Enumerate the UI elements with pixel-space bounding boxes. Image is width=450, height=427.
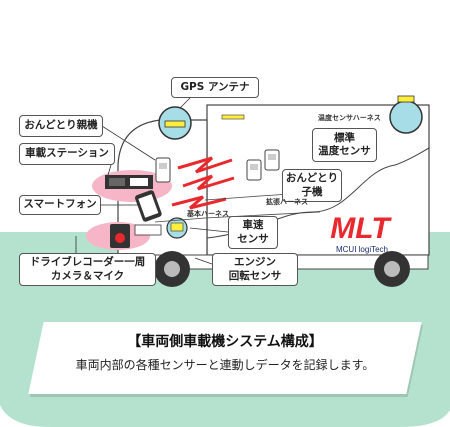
svg-text:MLT: MLT (330, 212, 392, 245)
base-harness-label: 基本ハーネス (187, 210, 229, 218)
smartphone-device (135, 190, 162, 222)
temp-harness-connector (221, 114, 245, 120)
temp-sensor-harness-label: 温度センサハーネス (318, 114, 381, 122)
caption-text: 車両内部の各種センサーと連動しデータを記録します。 (75, 358, 375, 372)
wireless-signal-2 (182, 174, 235, 191)
gps-antenna-device (158, 106, 192, 140)
station-device (105, 175, 153, 189)
gps-antenna-label: GPS アンテナ (171, 77, 259, 98)
ondotori-master-device (155, 157, 171, 183)
drive-recorder-label: ドライブレコーダー一周 カメラ＆マイク (19, 253, 156, 286)
wireless-signal-1 (177, 156, 233, 174)
expansion-harness-label: 拡張ハーネス (266, 198, 308, 206)
mlt-logo: MLT MCUI logiTech (330, 212, 392, 254)
speed-sensor-device (166, 217, 188, 239)
ondotori-master-label: おんどとり親機 (19, 115, 103, 137)
base-harness-line (154, 211, 321, 223)
drive-recorder-device (110, 224, 162, 248)
ondotori-child-devices (246, 149, 280, 181)
svg-text:MCUI logiTech: MCUI logiTech (336, 245, 388, 254)
smartphone-label: スマートフォン (19, 195, 101, 215)
caption-title: 【車両側車載機システム構成】 (127, 334, 323, 350)
wireless-signal-3 (171, 195, 227, 210)
cargo-antenna-device (389, 95, 423, 134)
front-wheel (154, 251, 190, 287)
standard-temp-sensor-label: 標準 温度センサ (312, 128, 377, 162)
engine-sensor-label: エンジン 回転センサ (212, 253, 298, 286)
speed-sensor-label: 車速 センサ (228, 216, 278, 249)
ondotori-child-label: おんどとり 子機 (282, 169, 342, 202)
vehicle-station-label: 車載ステーション (19, 143, 115, 165)
rear-wheel (374, 251, 410, 287)
